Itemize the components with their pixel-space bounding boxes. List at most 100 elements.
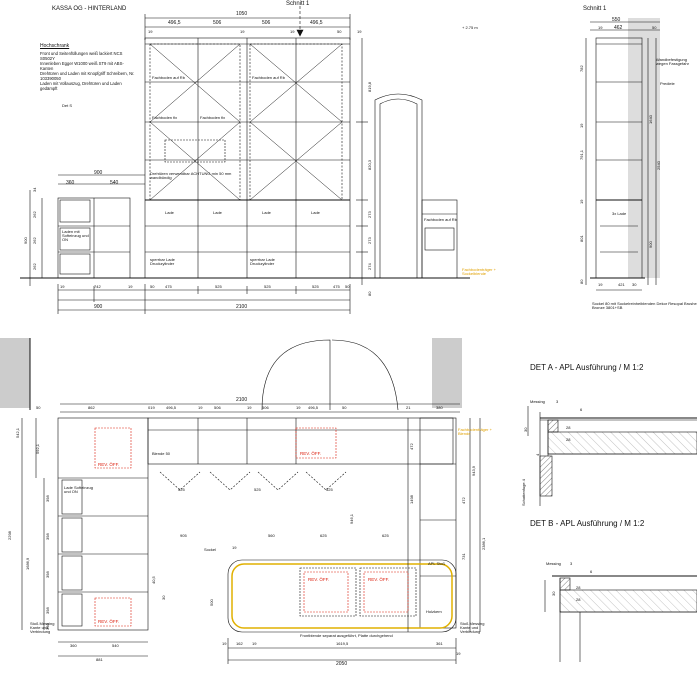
- front-note: Frontblende separat ausgeführt, Platte d…: [300, 633, 393, 638]
- note-line: Drehtüren und Laden mit Knopfgriff Schre…: [40, 71, 135, 76]
- det-b-dim: 6: [590, 569, 593, 574]
- dim-bottom: 19: [60, 284, 65, 289]
- dim-bottom: 475: [165, 284, 172, 289]
- dim-top: 506: [262, 20, 271, 26]
- section-dim: 550: [612, 17, 621, 23]
- det-s-label: Det S: [62, 103, 73, 108]
- plan-dim: 19: [247, 405, 252, 410]
- plan-dim: 50: [342, 405, 347, 410]
- plan-bottom-total: 2050: [336, 661, 348, 667]
- plan-height: 1686,9: [25, 557, 30, 570]
- rev-label: REV. ÖFF.: [98, 619, 120, 624]
- door-note: Drehtüren verwendbar ACHTUNG min 50 mm w…: [150, 171, 232, 180]
- shelf-label: Fachboden auf Rb: [152, 75, 185, 80]
- section-height: 19: [579, 123, 584, 128]
- plan-dim: 19: [296, 405, 301, 410]
- plan-dim: 380: [436, 405, 443, 410]
- level-mark: + 2.75 m: [462, 25, 478, 30]
- det-a-dim: 3: [556, 399, 559, 404]
- note-line: 103390050: [40, 76, 61, 81]
- dim-top: 50: [337, 29, 342, 34]
- dim-top: 19: [148, 29, 153, 34]
- plan-mid: 625: [320, 533, 327, 538]
- plan-right-dim: 472: [461, 497, 466, 504]
- drawer-label: Lade: [311, 210, 320, 215]
- plan-right-dim: 1498: [409, 495, 414, 504]
- plan-mid: 560: [268, 533, 275, 538]
- plan-dim: 496,5: [166, 405, 177, 410]
- det-b-dim: 30: [551, 591, 556, 596]
- plan-bottom-left: 540: [112, 643, 119, 648]
- apl-stoss: APL Stoß: [428, 561, 445, 566]
- stoss-left: Stoß Messing Kante und Verbindung: [30, 621, 55, 634]
- det-a-dim: 6: [580, 407, 583, 412]
- dim-bottom-total: 900: [94, 304, 103, 310]
- sockel-label: Sockel: [204, 547, 217, 552]
- section-label: Wandbefestigung wegen Fassgefahr: [656, 57, 689, 66]
- section-label: 3x Lade: [612, 211, 627, 216]
- section-dim: 19: [598, 282, 603, 287]
- left-cabinet-label: Laden mit Softeinzug und ON: [62, 229, 89, 242]
- holzkern-label: Holzkern: [426, 609, 442, 614]
- section-height: 791,1: [579, 149, 584, 160]
- plan-dim: 506: [262, 405, 269, 410]
- orange-note: Fachbodenträger + Sockelblende: [462, 267, 496, 276]
- section-label: Schnitt 1: [286, 1, 310, 7]
- drawer-label: Lade: [213, 210, 222, 215]
- plan-mid: 625: [382, 533, 389, 538]
- dim-left-height: 262: [32, 211, 37, 218]
- det-b-dim: 3: [570, 561, 573, 566]
- note-line: Laden mit Vollauszug, Drehtüren und Lade…: [40, 81, 122, 91]
- orange-right: Fachbodenträger + Blende: [458, 427, 492, 436]
- dim-height: 273: [367, 237, 372, 244]
- rev-label: REV. ÖFF.: [368, 577, 390, 582]
- section-total: 2540: [656, 161, 661, 170]
- plan-dim: 862: [88, 405, 95, 410]
- dim-top: 19: [240, 29, 245, 34]
- dim-top: 19: [357, 29, 362, 34]
- right-cabinet-label: Fachboden auf Rb: [424, 217, 457, 222]
- detail-b: [544, 575, 697, 662]
- plan-bottom: 361: [436, 641, 443, 646]
- plan-bottom: 19: [456, 651, 461, 656]
- plan-dim: 496,5: [308, 405, 319, 410]
- notes-block: Front und Seitenfüllungen weiß lackiert …: [40, 51, 135, 91]
- plan-mid: 19: [232, 545, 237, 550]
- plan-height: 398: [45, 533, 50, 540]
- dim-height: 80: [367, 291, 372, 296]
- plan-height: 592,1: [35, 443, 40, 454]
- dim-height: 274: [367, 263, 372, 270]
- section-height: 19: [579, 199, 584, 204]
- dim-bottom: 475: [333, 284, 340, 289]
- dim-left-total-height: 900: [23, 237, 28, 244]
- section-height: 80: [579, 279, 584, 284]
- det-a-messing: Messing: [530, 399, 545, 404]
- det-a-side: Schattenfuge 4: [521, 479, 526, 506]
- section-total: 900: [648, 241, 653, 248]
- drawer-label: Lade: [165, 210, 174, 215]
- section-dim: 50: [652, 25, 657, 30]
- elevation-view: [20, 6, 470, 314]
- lower-label: sperrbar Lade Druckzylinder: [250, 257, 275, 266]
- det-b-title: DET B - APL Ausführung / M 1:2: [530, 519, 645, 528]
- shelf-label: Fachboden auf Rb: [252, 75, 285, 80]
- section-view: [585, 18, 660, 291]
- plan-small: 30: [161, 595, 166, 600]
- section-total: 1640: [648, 115, 653, 124]
- plan-height-total: 2298: [7, 531, 12, 540]
- det-a-dim: 28: [566, 437, 571, 442]
- dim-top: 496,5: [310, 20, 323, 26]
- dim-bottom-total: 2100: [236, 304, 248, 310]
- section-dim: 30: [632, 282, 637, 287]
- plan-mid: 905: [180, 533, 187, 538]
- lade-label: Lade Softeinzug und ON: [64, 485, 93, 494]
- right-section-label: Schnitt 1: [583, 6, 607, 12]
- det-b-dim: 28: [576, 597, 581, 602]
- detail-a: [527, 406, 697, 506]
- plan-small: 946,1: [349, 513, 354, 524]
- det-b-dim: 28: [576, 585, 581, 590]
- shelf-label: Fachboden fix: [200, 115, 226, 120]
- plan-bottom: 19: [222, 641, 227, 646]
- dim-bottom: 525: [312, 284, 319, 289]
- plan-right-dim: 943,9: [471, 465, 476, 476]
